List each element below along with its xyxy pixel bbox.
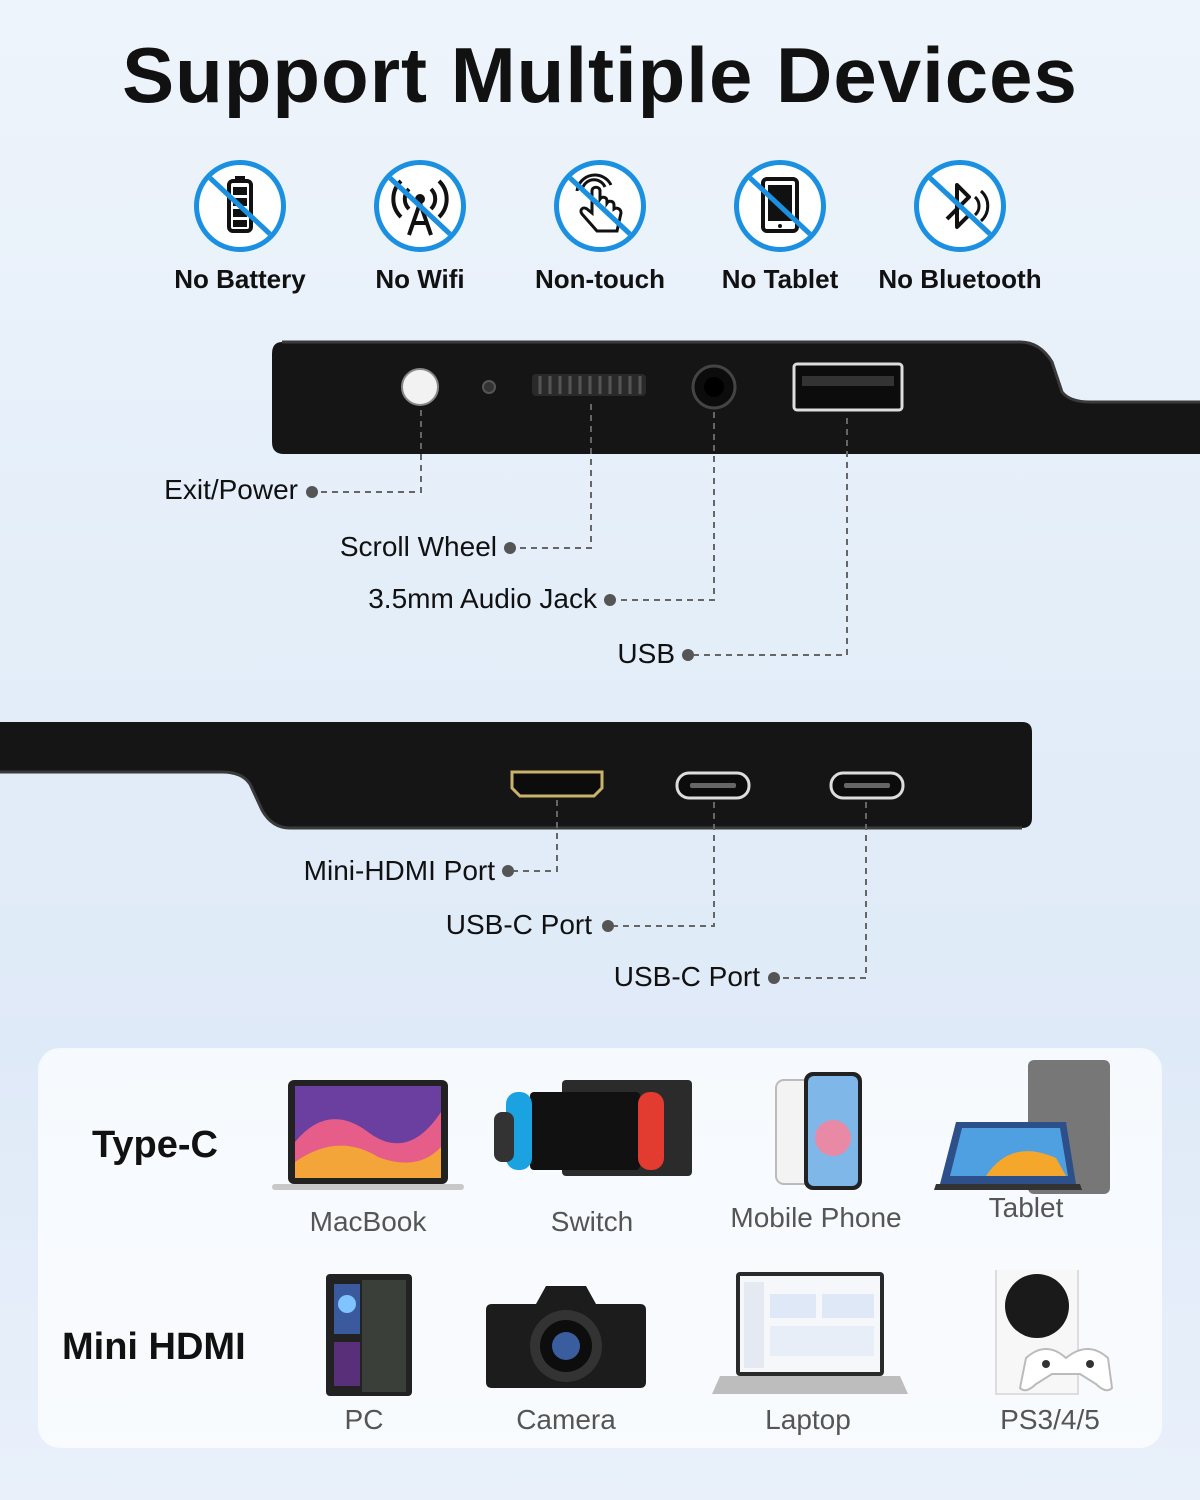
feature-no-battery: No Battery — [140, 160, 340, 295]
feature-no-tablet: No Tablet — [680, 160, 880, 295]
usb-a-port[interactable] — [792, 362, 904, 412]
macbook-icon — [258, 1072, 478, 1202]
label-usb-c-1: USB-C Port — [445, 909, 592, 940]
scroll-wheel[interactable] — [532, 374, 646, 396]
device-switch: Switch — [482, 1072, 702, 1238]
leader-dot — [604, 594, 616, 606]
label-audio-jack: 3.5mm Audio Jack — [368, 583, 597, 614]
usb-c-port-2[interactable] — [829, 771, 905, 800]
wifi-antenna-icon — [374, 160, 466, 252]
tablet-icon — [734, 160, 826, 252]
laptop-icon — [698, 1270, 918, 1400]
power-button[interactable] — [401, 368, 439, 406]
feature-label: No Bluetooth — [878, 264, 1042, 294]
device-name: PS3/4/5 — [1000, 1404, 1100, 1435]
monitor-bottom-edge — [0, 722, 1032, 830]
tablet-device-icon — [916, 1058, 1136, 1198]
feature-no-bluetooth: No Bluetooth — [860, 160, 1060, 295]
mobile-phone-icon — [706, 1068, 926, 1198]
device-name: Tablet — [988, 1192, 1064, 1223]
feature-label: No Wifi — [375, 264, 465, 294]
device-name: PC — [344, 1404, 384, 1435]
device-laptop: Laptop — [698, 1270, 918, 1436]
pc-tower-icon — [254, 1270, 474, 1400]
label-scroll-wheel: Scroll Wheel — [339, 531, 497, 562]
label-usb: USB — [617, 638, 675, 669]
leader-dot — [306, 486, 318, 498]
label-usb-c-2: USB-C Port — [613, 961, 760, 992]
feature-no-wifi: No Wifi — [320, 160, 520, 295]
usb-c-port-1[interactable] — [675, 771, 751, 800]
feature-label: No Battery — [174, 264, 306, 294]
device-mobile-phone: Mobile Phone — [706, 1068, 926, 1234]
mini-hdmi-port[interactable] — [510, 770, 604, 798]
feature-non-touch: Non-touch — [500, 160, 700, 295]
compatibility-panel: Type-C Mini HDMI MacBook Switch — [38, 1048, 1162, 1448]
monitor-top-edge — [272, 340, 1200, 454]
label-exit-power: Exit/Power — [164, 474, 298, 505]
device-name: MacBook — [309, 1206, 427, 1237]
indicator-led — [482, 380, 496, 394]
page-title: Support Multiple Devices — [122, 31, 1078, 119]
device-name: Laptop — [765, 1404, 851, 1435]
device-camera: Camera — [456, 1270, 676, 1436]
feature-label: No Tablet — [721, 264, 839, 294]
device-ps: PS3/4/5 — [940, 1263, 1160, 1436]
device-tablet: Tablet — [916, 1058, 1136, 1224]
feature-row: No Battery No Wifi Non-touch — [0, 160, 1200, 310]
leader-dot — [768, 972, 780, 984]
bluetooth-icon — [914, 160, 1006, 252]
camera-icon — [456, 1270, 676, 1400]
switch-icon — [482, 1072, 702, 1202]
label-mini-hdmi: Mini-HDMI Port — [303, 855, 495, 886]
feature-label: Non-touch — [535, 264, 665, 294]
leader-dot — [602, 920, 614, 932]
leader-dot — [682, 649, 694, 661]
leader-dot — [502, 865, 514, 877]
battery-icon — [194, 160, 286, 252]
audio-jack[interactable] — [691, 364, 737, 410]
device-macbook: MacBook — [258, 1072, 478, 1238]
device-name: Camera — [516, 1404, 616, 1435]
touch-hand-icon — [554, 160, 646, 252]
device-name: Switch — [550, 1206, 634, 1237]
type-c-row-title: Type-C — [92, 1124, 218, 1166]
leader-lines — [318, 404, 867, 979]
mini-hdmi-row-title: Mini HDMI — [62, 1326, 246, 1368]
leader-dot — [504, 542, 516, 554]
console-icon — [940, 1263, 1160, 1400]
device-pc: PC — [254, 1270, 474, 1436]
device-name: Mobile Phone — [730, 1202, 902, 1233]
